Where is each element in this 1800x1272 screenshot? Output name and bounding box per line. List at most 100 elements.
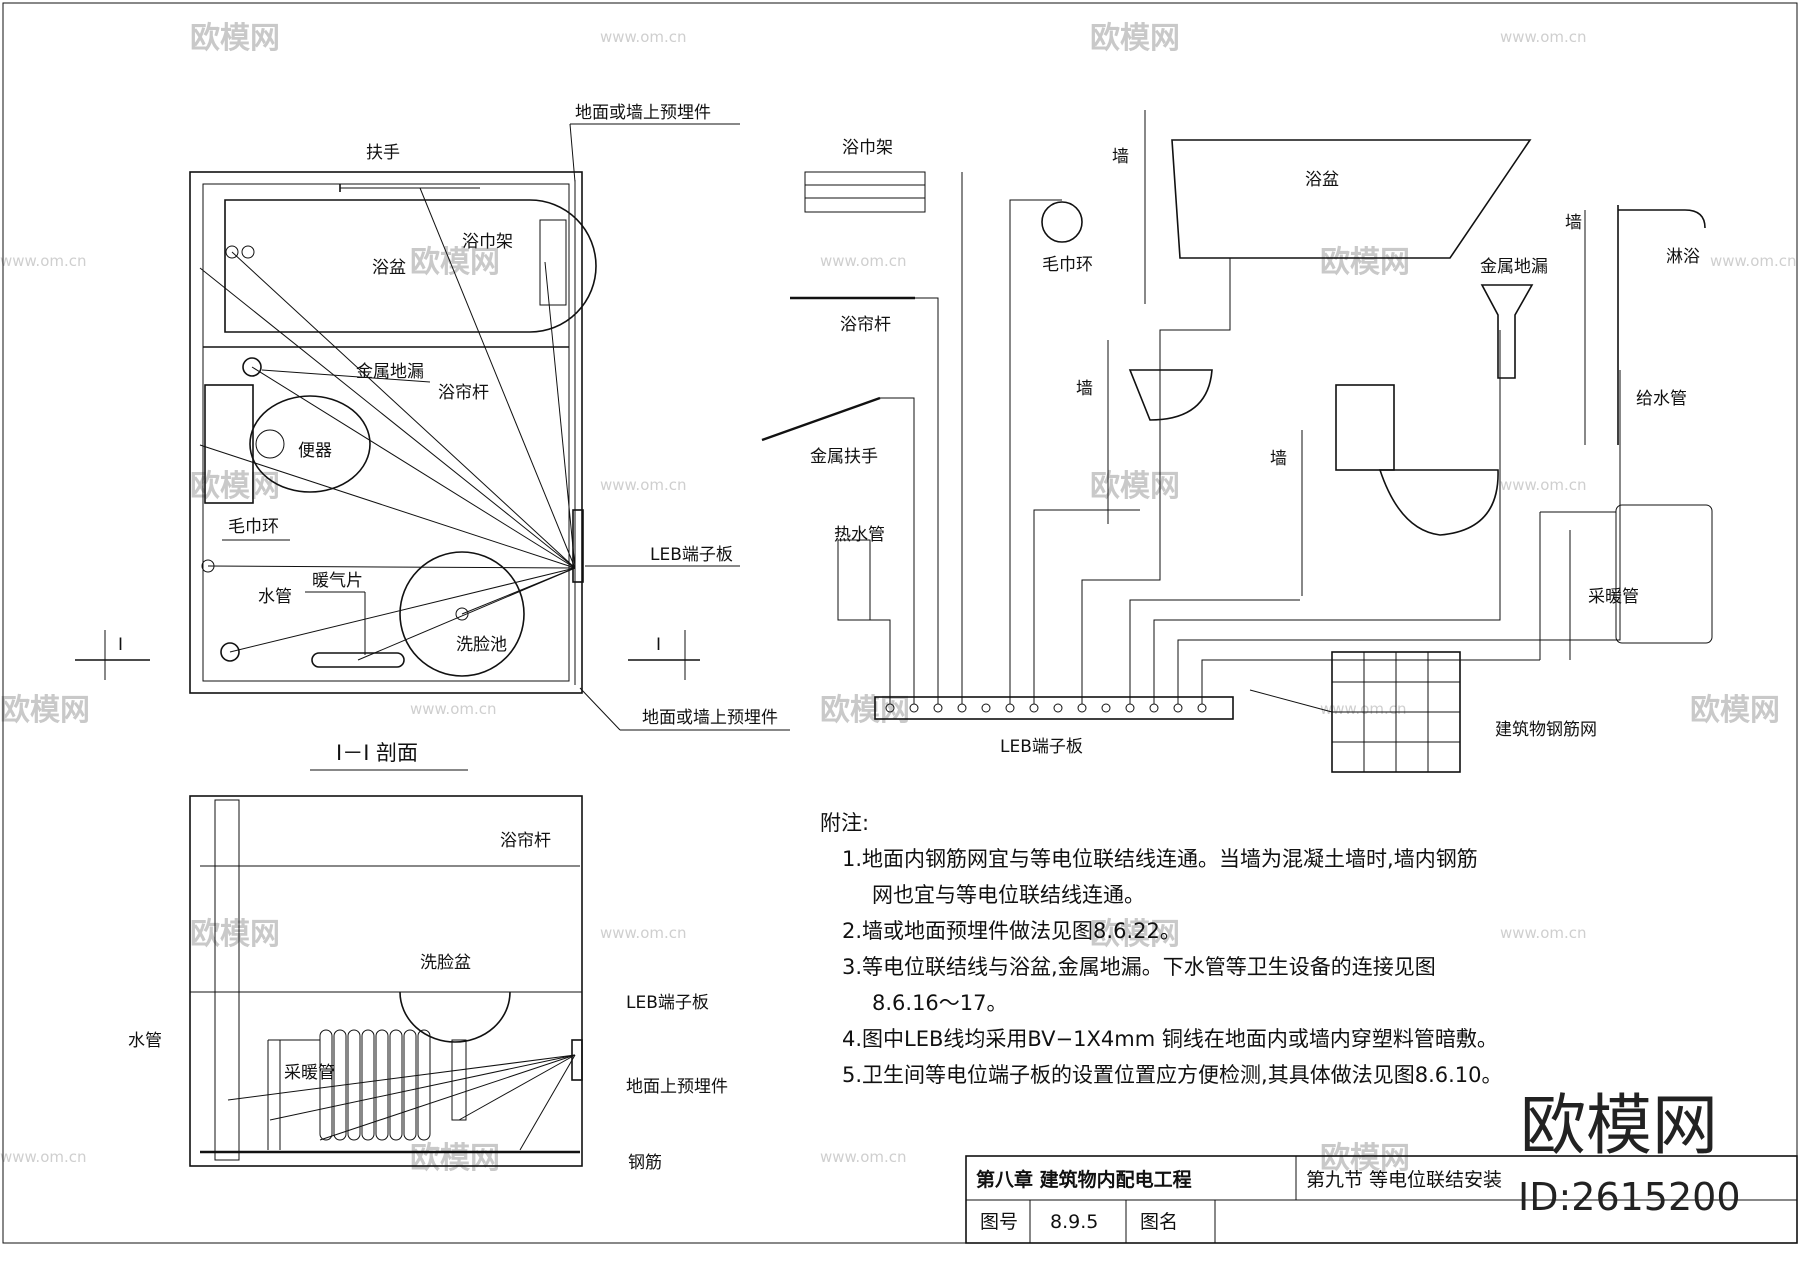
watermark-site: www.om.cn xyxy=(1710,252,1797,270)
watermark-site: www.om.cn xyxy=(1500,924,1587,942)
schematic-label-towel-ring: 毛巾环 xyxy=(1042,255,1093,275)
watermark-site: www.om.cn xyxy=(600,924,687,942)
toilet-outlet xyxy=(255,429,285,459)
schematic-label-wall-3: 墙 xyxy=(1270,449,1287,469)
watermark-site: www.om.cn xyxy=(0,252,87,270)
notes-heading: 附注: xyxy=(820,811,869,835)
schematic-label-leb-board: LEB端子板 xyxy=(1000,737,1083,757)
note-line-3: 2.墙或地面预埋件做法见图8.6.22。 xyxy=(842,919,1181,943)
title-block: 第八章 建筑物内配电工程 第九节 等电位联结安装 图号 8.9.5 图名 xyxy=(965,1155,1798,1244)
label-water-pipe: 水管 xyxy=(258,587,292,607)
note-line-5: 8.6.16～17。 xyxy=(872,991,1008,1015)
schematic-label-towel-rack: 浴巾架 xyxy=(842,138,893,158)
schematic-label-heating-pipe: 采暖管 xyxy=(1588,587,1639,607)
note-line-2: 网也宜与等电位联结线连通。 xyxy=(872,883,1145,907)
schematic-handrail xyxy=(761,396,881,442)
watermark-brand: 欧模网 xyxy=(1320,1141,1410,1176)
label-towel-rack: 浴巾架 xyxy=(462,232,513,252)
schematic-shower-pipe xyxy=(1617,205,1706,445)
bonding-lines xyxy=(199,180,576,685)
sheet-border xyxy=(2,2,1798,1244)
section-radiator xyxy=(267,1029,431,1150)
watermark-brand: 欧模网 xyxy=(1320,245,1410,280)
watermark-site: www.om.cn xyxy=(1500,476,1587,494)
plan-inner-wall xyxy=(202,183,570,682)
plan-outer-wall xyxy=(189,171,583,694)
notes: 附注: 1.地面内钢筋网宜与等电位联结线连通。当墙为混凝土墙时,墙内钢筋 网也宜… xyxy=(820,811,1503,1087)
schematic-bathtub xyxy=(1171,139,1532,259)
watermark-row: 欧模网 www.om.cn 欧模网 www.om.cn www.om.cn 欧模… xyxy=(0,21,1797,1176)
plan-view: I I 扶手 地面或墙上预埋件 浴巾架 浴盆 金属地漏 浴帘杆 便器 毛巾环 L… xyxy=(75,103,790,731)
section-leb-board xyxy=(571,1039,583,1081)
watermark-site: www.om.cn xyxy=(410,700,497,718)
note-line-1: 1.地面内钢筋网宜与等电位联结线连通。当墙为混凝土墙时,墙内钢筋 xyxy=(842,847,1478,871)
watermark-brand: 欧模网 xyxy=(820,693,910,728)
toilet-bowl xyxy=(249,395,371,493)
watermark-site: www.om.cn xyxy=(820,252,907,270)
label-wall-embed-top: 地面或墙上预埋件 xyxy=(575,103,711,123)
note-line-4: 3.等电位联结线与浴盆,金属地漏。下水管等卫生设备的连接见图 xyxy=(842,955,1436,979)
title-chapter: 第八章 建筑物内配电工程 xyxy=(976,1168,1192,1191)
tub-drain xyxy=(225,245,239,259)
section-title: I－I 剖面 xyxy=(336,741,418,765)
watermark-site: www.om.cn xyxy=(1320,700,1407,718)
watermark-pattern: 欧模网 www.om.cn 欧模网 www.om.cn www.om.cn 欧模… xyxy=(0,21,1797,1176)
section-mark-left: I xyxy=(118,635,123,655)
plan-floor-drain xyxy=(242,357,262,377)
section-label-rebar: 钢筋 xyxy=(628,1153,662,1173)
schematic-toilet-bowl xyxy=(1378,469,1499,536)
label-towel-ring: 毛巾环 xyxy=(228,517,279,537)
label-wall-embed-bottom: 地面或墙上预埋件 xyxy=(642,708,778,728)
watermark-site: www.om.cn xyxy=(1500,28,1587,46)
section-label-washbasin: 洗脸盆 xyxy=(420,953,471,973)
schematic-wiring xyxy=(870,172,1621,713)
schematic-toilet-tank xyxy=(1335,384,1395,471)
section-label-heating-pipe: 采暖管 xyxy=(284,1063,335,1083)
schematic-label-shower: 淋浴 xyxy=(1666,247,1700,267)
watermark-brand: 欧模网 xyxy=(410,1141,500,1176)
label-radiator: 暖气片 xyxy=(312,571,363,591)
leader-wall-embed-top-arrow xyxy=(569,123,576,183)
schematic-washbasin xyxy=(1128,369,1213,421)
plan-radiator xyxy=(311,652,405,668)
schematic-label-wall-2: 墙 xyxy=(1076,379,1093,399)
schematic-label-bathtub: 浴盆 xyxy=(1305,170,1339,190)
schematic-label-wall-4: 墙 xyxy=(1565,213,1582,233)
watermark-brand: 欧模网 xyxy=(1090,469,1180,504)
schematic-leb-board xyxy=(874,696,1234,720)
schematic-label-water-supply: 给水管 xyxy=(1636,389,1687,409)
plan-towel-rack xyxy=(539,219,567,306)
note-line-7: 5.卫生间等电位端子板的设置位置应方便检测,其具体做法见图8.6.10。 xyxy=(842,1063,1503,1087)
section-label-curtain-rod: 浴帘杆 xyxy=(500,831,551,851)
section-bonding-lines xyxy=(227,1054,576,1151)
label-curtain-rod: 浴帘杆 xyxy=(438,383,489,403)
schematic-label-metal-handrail: 金属扶手 xyxy=(810,447,878,467)
watermark-brand: 欧模网 xyxy=(1690,693,1780,728)
watermark-brand: 欧模网 xyxy=(0,693,90,728)
title-drawing-name-label: 图名 xyxy=(1140,1211,1178,1233)
label-floor-drain: 金属地漏 xyxy=(356,362,424,382)
bathtub-outline xyxy=(224,199,597,333)
schematic-towel-ring xyxy=(1041,201,1083,243)
section-label-water-pipe: 水管 xyxy=(128,1031,162,1051)
plan-washbasin xyxy=(399,551,525,677)
schematic-label-floor-drain: 金属地漏 xyxy=(1480,257,1548,277)
watermark-big-brand: 欧模网 xyxy=(1520,1087,1718,1164)
title-drawing-no-label: 图号 xyxy=(980,1211,1018,1233)
rebar-mesh-grid xyxy=(1332,652,1460,772)
schematic-label-hot-water-pipe: 热水管 xyxy=(834,525,885,545)
tub-tap xyxy=(241,245,255,259)
title-drawing-no: 8.9.5 xyxy=(1050,1211,1098,1233)
leader-floor-drain xyxy=(261,369,431,383)
section-label-leb-board: LEB端子板 xyxy=(626,993,709,1013)
schematic-label-rebar-mesh: 建筑物钢筋网 xyxy=(1495,720,1597,740)
section-view: I－I 剖面 浴帘杆 洗脸盆 LEB端子 xyxy=(128,741,728,1173)
note-line-6: 4.图中LEB线均采用BV−1X4mm 铜线在地面内或墙内穿塑料管暗敷。 xyxy=(842,1027,1498,1051)
label-washbasin: 洗脸池 xyxy=(456,635,507,655)
bonding-schematic: LEB端子板 浴巾架 毛巾环 浴帘杆 金属扶手 热水管 墙 浴盆 墙 墙 金属地… xyxy=(761,110,1713,773)
schematic-label-wall-1: 墙 xyxy=(1112,147,1129,167)
schematic-floor-drain xyxy=(1480,284,1534,379)
section-water-pipe xyxy=(214,799,240,1161)
watermark-site: www.om.cn xyxy=(820,1148,907,1166)
